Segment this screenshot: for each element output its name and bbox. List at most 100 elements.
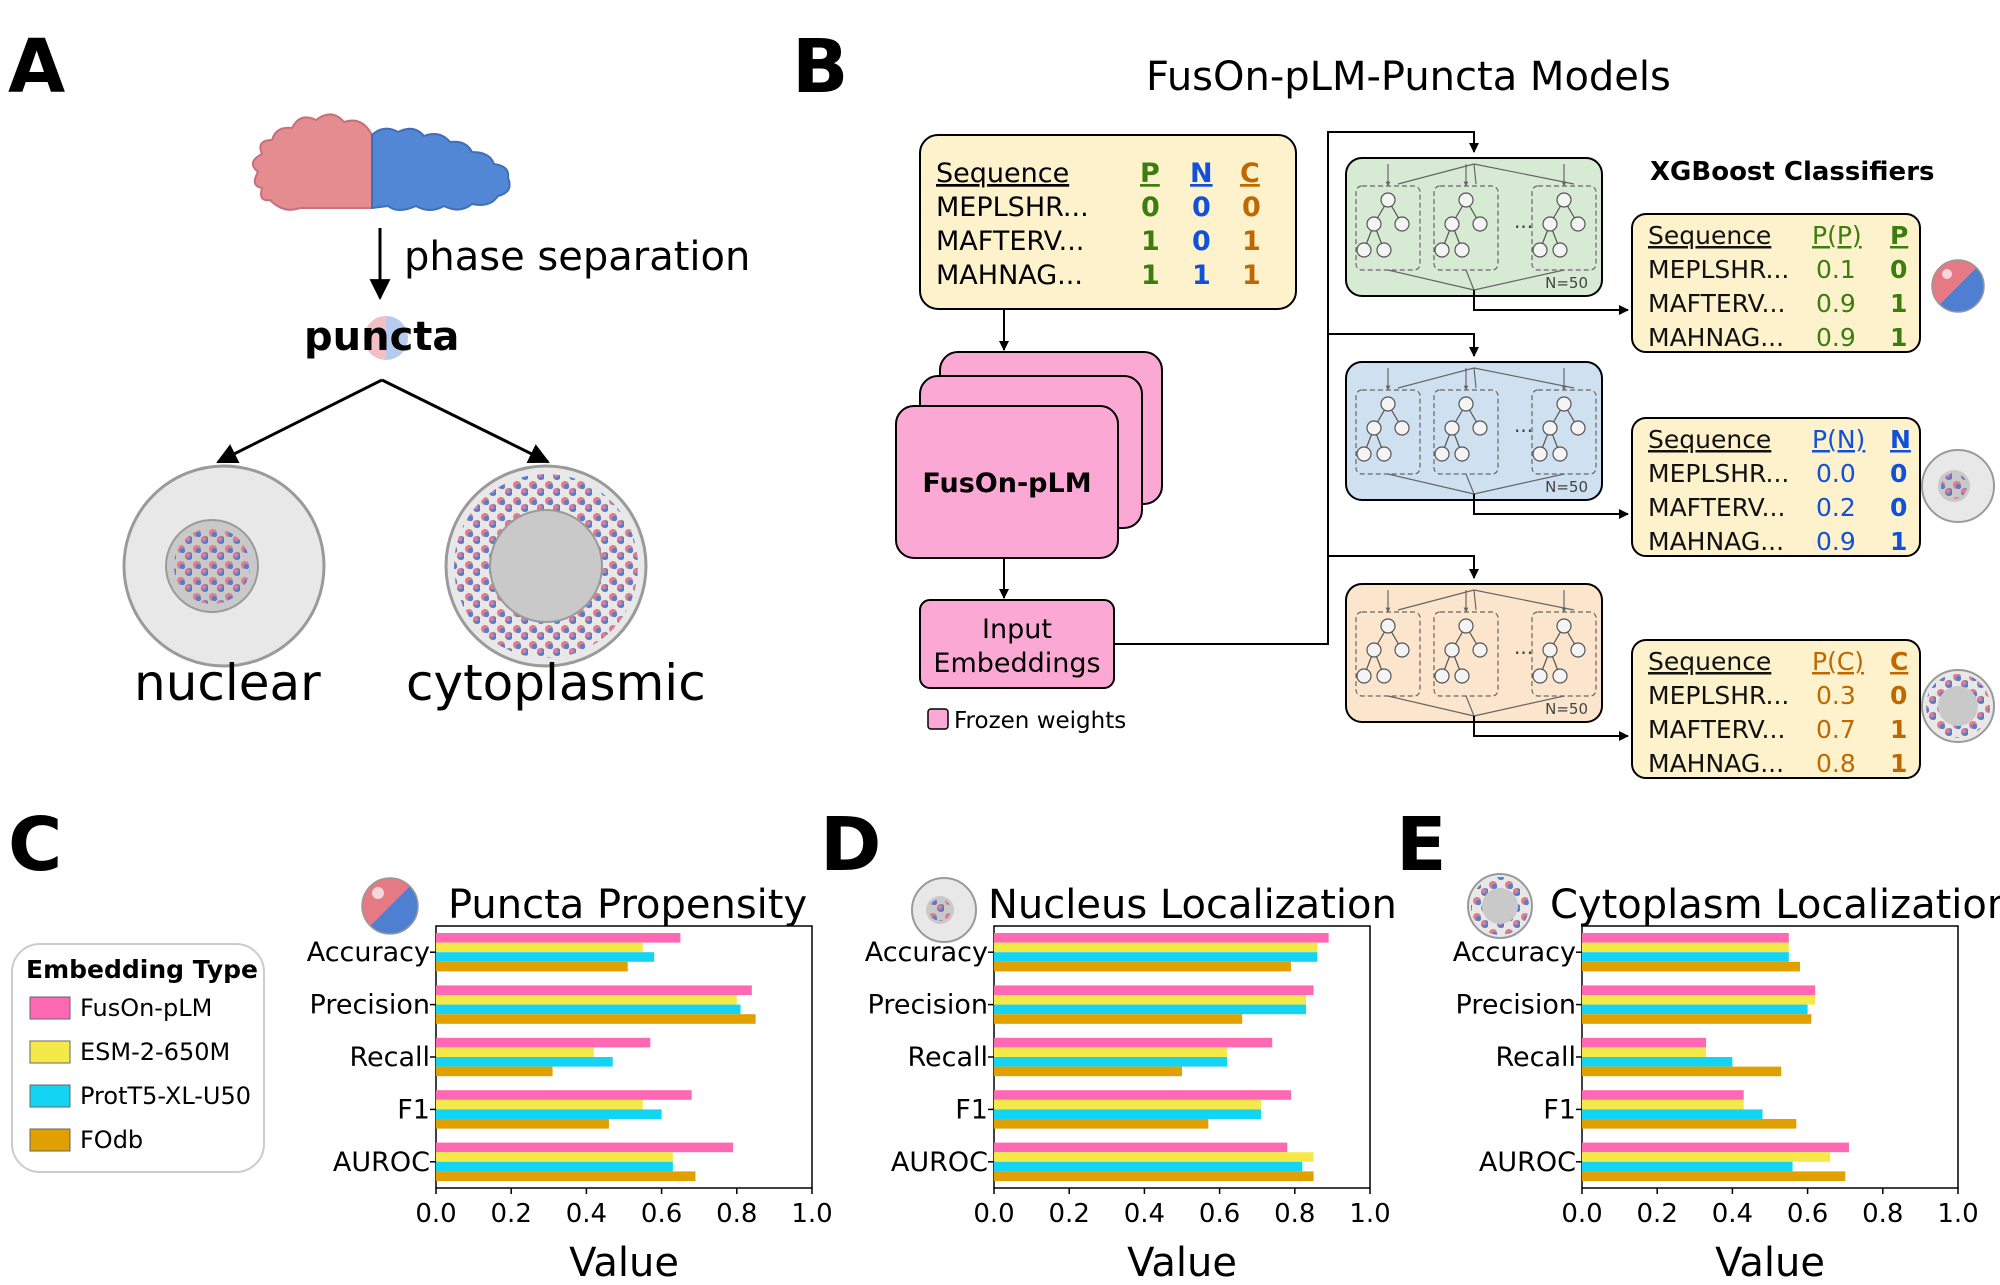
x-axis-label: Value xyxy=(569,1240,679,1285)
output-header: Sequence xyxy=(1648,647,1771,676)
bar xyxy=(436,1152,673,1162)
nucleus-icon-b xyxy=(1921,449,1995,523)
panel-label-e: E xyxy=(1396,802,1447,888)
bar-chart-puncta-propensity: Puncta PropensityAccuracyPrecisionRecall… xyxy=(307,882,833,1285)
output-cell: 0.2 xyxy=(1816,493,1856,522)
bar xyxy=(1582,995,1816,1005)
fusion-protein-illustration xyxy=(251,113,511,211)
bar xyxy=(994,1057,1228,1067)
nuclear-label: nuclear xyxy=(134,654,321,712)
classifier-box-nucleus: N=50··· xyxy=(1345,361,1629,519)
x-tick-label: 0.8 xyxy=(716,1199,757,1229)
legend-item-fodb: FOdb xyxy=(80,1126,143,1154)
bar xyxy=(436,1004,741,1015)
category-label: Accuracy xyxy=(1453,937,1576,968)
bar xyxy=(436,1119,609,1129)
chart-title: Nucleus Localization xyxy=(988,882,1397,928)
bar xyxy=(994,1004,1307,1015)
connector-to-classifier-2 xyxy=(1328,333,1479,357)
output-cell: MAHNAG... xyxy=(1648,527,1784,556)
x-tick-label: 0.6 xyxy=(641,1199,682,1229)
bar xyxy=(1582,942,1789,953)
nucleus-icon-d xyxy=(911,877,977,943)
bar xyxy=(994,1152,1314,1162)
input-row-3-c: 1 xyxy=(1242,260,1261,291)
x-tick-label: 0.8 xyxy=(1274,1199,1315,1229)
output-header: Sequence xyxy=(1648,425,1771,454)
bar xyxy=(994,1161,1303,1172)
bar xyxy=(994,933,1329,943)
output-cell: MEPLSHR... xyxy=(1648,255,1789,284)
output-header: P(N) xyxy=(1812,425,1865,454)
bar xyxy=(994,1099,1261,1110)
input-row-2-n: 0 xyxy=(1192,226,1211,257)
bar xyxy=(1582,933,1789,943)
input-row-1-c: 0 xyxy=(1242,192,1261,223)
puncta-propensity-icon-c xyxy=(361,877,419,935)
x-tick-label: 0.6 xyxy=(1199,1199,1240,1229)
output-cell: 0.0 xyxy=(1816,459,1856,488)
bar xyxy=(436,1066,553,1077)
bar xyxy=(1582,985,1816,995)
bar-charts-group: Puncta PropensityAccuracyPrecisionRecall… xyxy=(307,882,2000,1285)
legend-swatch-fodb xyxy=(29,1128,71,1152)
category-label: Accuracy xyxy=(865,937,988,968)
arrow-to-nuclear xyxy=(216,378,383,464)
bar xyxy=(1582,1171,1846,1181)
cytoplasm-icon-b xyxy=(1921,669,1995,743)
category-label: AUROC xyxy=(1479,1147,1576,1178)
input-row-2-p: 1 xyxy=(1141,226,1160,257)
output-header: P xyxy=(1890,221,1908,250)
output-cell: 1 xyxy=(1890,323,1907,352)
output-cell: 0 xyxy=(1890,681,1907,710)
bar xyxy=(436,961,628,972)
ensemble-size-label: N=50 xyxy=(1545,274,1588,292)
category-label: Precision xyxy=(310,990,430,1021)
bar xyxy=(436,1109,662,1119)
x-tick-label: 0.0 xyxy=(973,1199,1014,1229)
connector-to-classifier-3 xyxy=(1328,555,1479,579)
frozen-weights-label: Frozen weights xyxy=(954,708,1126,734)
input-row-1-seq: MEPLSHR... xyxy=(936,192,1089,223)
bar xyxy=(436,1099,643,1110)
bar xyxy=(1582,1004,1808,1015)
svg-text:···: ··· xyxy=(1514,641,1533,665)
bar xyxy=(994,942,1318,953)
xgboost-title: XGBoost Classifiers xyxy=(1650,157,1935,187)
bar xyxy=(994,1142,1288,1153)
x-tick-label: 0.8 xyxy=(1862,1199,1903,1229)
model-label: FusOn-pLM xyxy=(922,468,1091,499)
bar xyxy=(436,942,643,953)
bar xyxy=(436,1057,613,1067)
input-row-3-seq: MAHNAG... xyxy=(936,260,1083,291)
bar xyxy=(1582,1142,1849,1153)
bar xyxy=(994,1090,1292,1100)
bar xyxy=(1582,1066,1782,1077)
output-cell: 0.9 xyxy=(1816,323,1856,352)
bar xyxy=(1582,1109,1763,1119)
protein-red-half xyxy=(251,113,373,211)
bar xyxy=(436,1047,594,1057)
input-header-c: C xyxy=(1240,158,1260,189)
legend-swatch-esm xyxy=(29,1040,71,1064)
category-label: Recall xyxy=(349,1042,430,1073)
bar xyxy=(436,1014,756,1024)
fuson-plm-model-stack: FusOn-pLM xyxy=(895,351,1163,559)
category-label: Accuracy xyxy=(307,937,430,968)
output-cell: 0.3 xyxy=(1816,681,1856,710)
input-header-sequence: Sequence xyxy=(936,158,1069,189)
legend-item-prott5: ProtT5-XL-U50 xyxy=(80,1082,251,1110)
bar xyxy=(1582,1037,1707,1048)
protein-blue-half xyxy=(371,127,511,211)
output-cell: 0.8 xyxy=(1816,749,1856,778)
x-tick-label: 0.6 xyxy=(1787,1199,1828,1229)
output-cell: MEPLSHR... xyxy=(1648,459,1789,488)
category-label: AUROC xyxy=(333,1147,430,1178)
x-tick-label: 0.0 xyxy=(1561,1199,1602,1229)
embedding-legend: Embedding Type FusOn-pLM ESM-2-650M Prot… xyxy=(11,943,265,1173)
output-header: P(P) xyxy=(1812,221,1862,250)
